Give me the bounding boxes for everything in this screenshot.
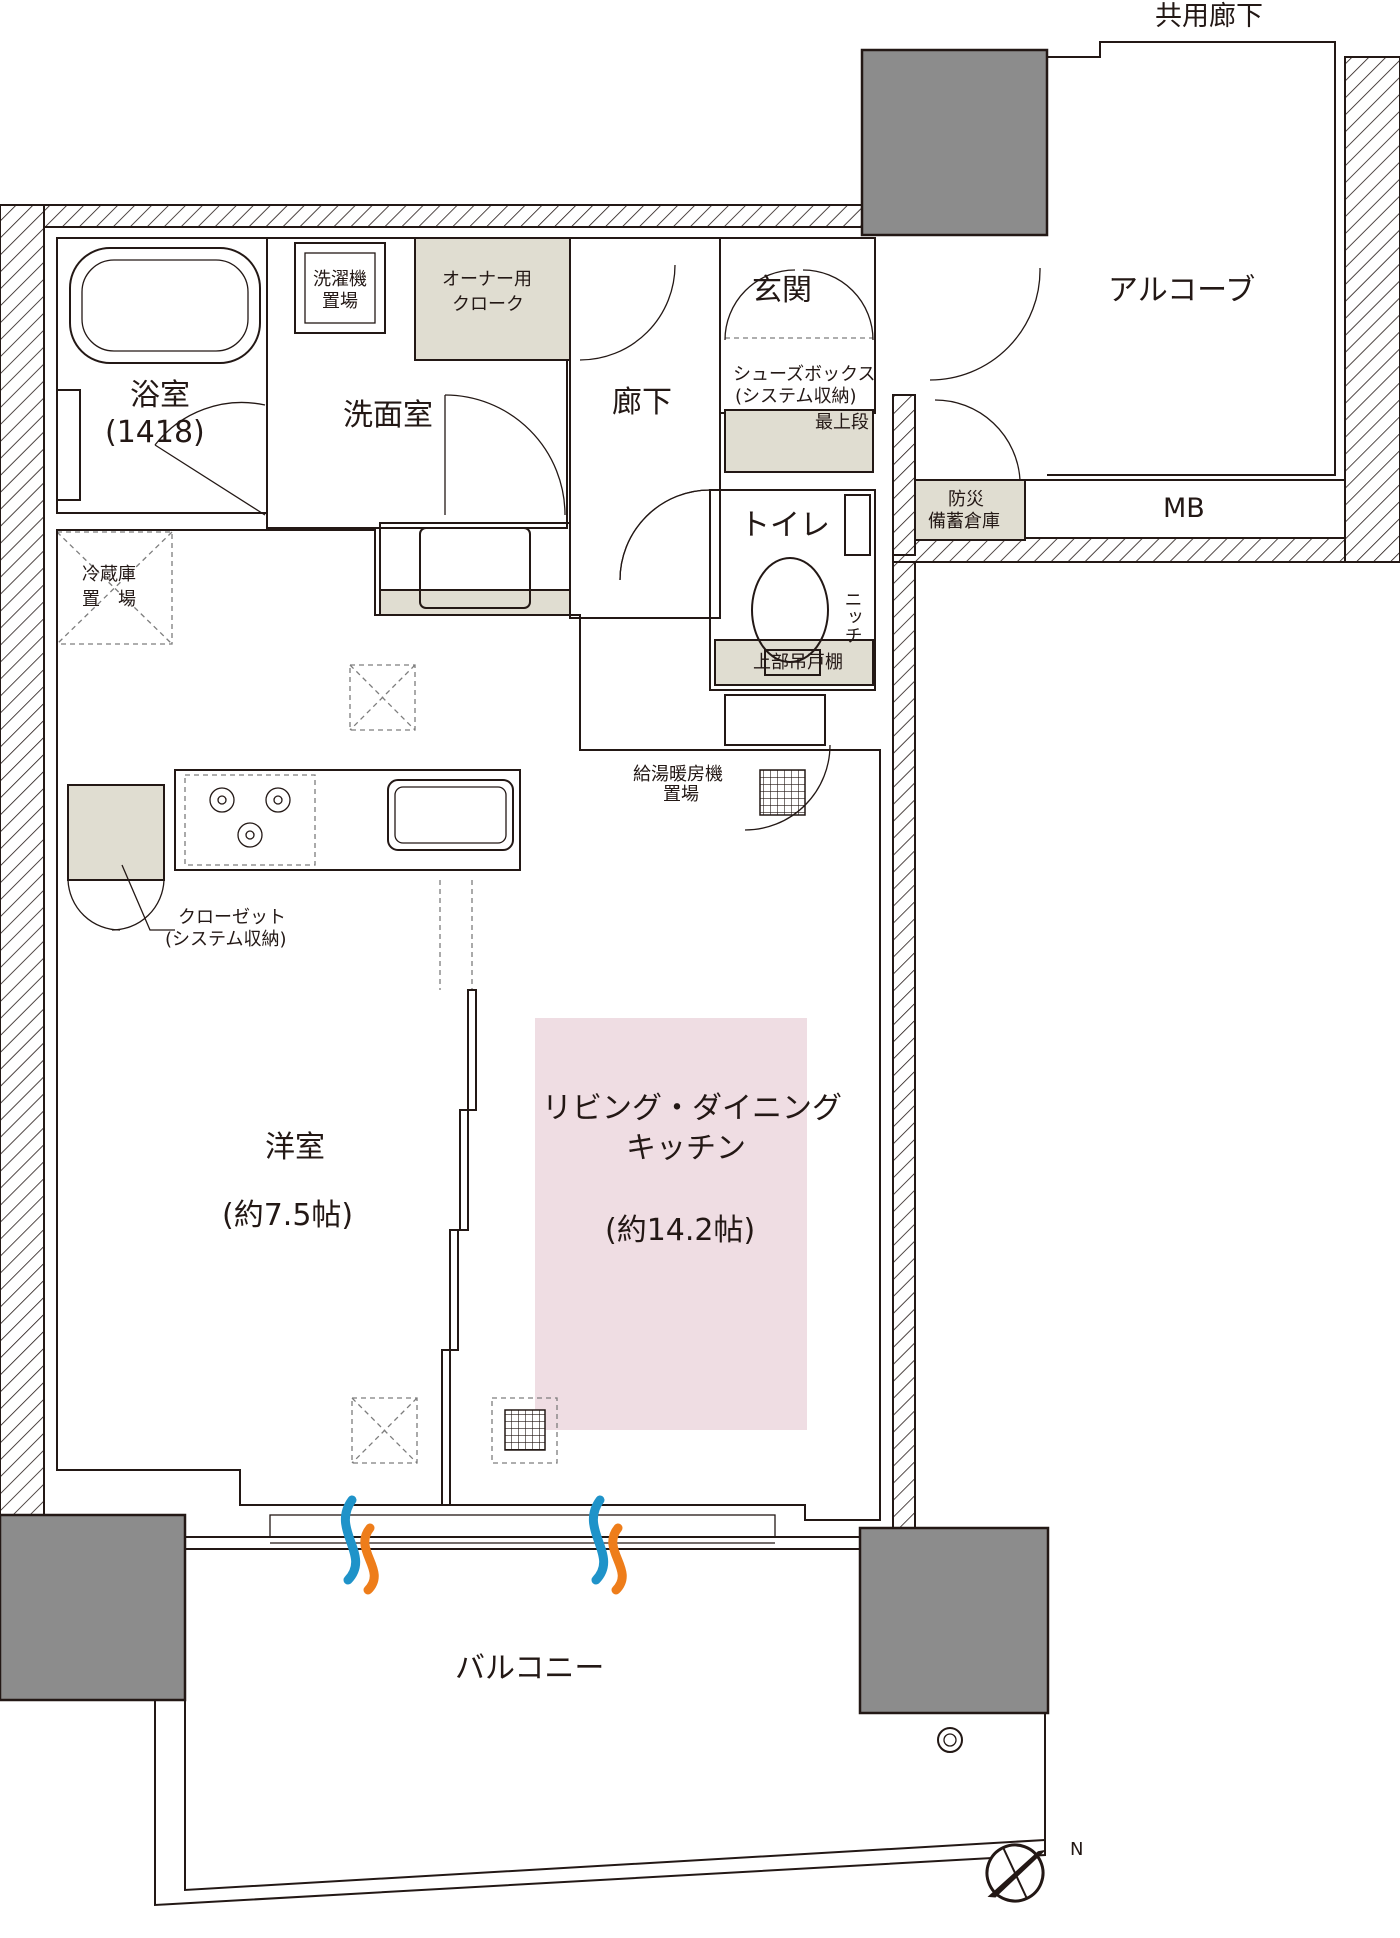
structural-column bbox=[0, 1513, 187, 1702]
owner-cloak bbox=[414, 237, 571, 361]
bathroom-label: 浴室 bbox=[130, 378, 190, 413]
ventilation-grille-icon bbox=[759, 769, 806, 816]
balcony-label: バルコニー bbox=[455, 1651, 604, 1686]
top-shelf-label: 最上段 bbox=[815, 412, 869, 433]
hallway-label: 廊下 bbox=[612, 385, 672, 420]
water-heater-label: 給湯暖房機 bbox=[633, 764, 723, 785]
washer-label: 洗濯機 bbox=[313, 269, 367, 290]
closet bbox=[67, 784, 175, 931]
ldk-highlight bbox=[535, 1018, 807, 1430]
toilet bbox=[619, 489, 876, 691]
shoe-box-label: シューズボックス bbox=[733, 364, 876, 385]
sink-icon bbox=[387, 779, 514, 851]
toilet-icon bbox=[751, 557, 829, 663]
closet-label: クローゼット bbox=[178, 907, 286, 928]
entrance bbox=[719, 237, 1041, 473]
alcove-outline bbox=[1047, 57, 1336, 476]
upper-cabinet-label: 上部吊戸棚 bbox=[753, 652, 843, 673]
bath-size-label: (1418) bbox=[105, 415, 205, 450]
ldk-size: (約14.2帖) bbox=[605, 1213, 755, 1248]
ldk-label-sub: キッチン bbox=[626, 1131, 746, 1166]
mb bbox=[1024, 479, 1346, 539]
water-heater bbox=[724, 694, 831, 831]
washbasin-icon bbox=[419, 527, 531, 609]
entrance-label: 玄関 bbox=[752, 273, 812, 308]
structural-column bbox=[860, 48, 1049, 237]
floor-heating-icon bbox=[589, 1495, 627, 1595]
owner-cloak-label-sub: クローク bbox=[452, 294, 524, 315]
fridge-label: 冷蔵庫 bbox=[82, 564, 136, 585]
bathtub-icon bbox=[69, 247, 261, 364]
drain-icon bbox=[937, 1727, 963, 1753]
structural-column bbox=[858, 1526, 1050, 1715]
living-outline bbox=[56, 529, 881, 1521]
balcony bbox=[154, 1700, 1046, 1907]
fridge-area bbox=[56, 531, 173, 645]
bousai-label-sub: 備蓄倉庫 bbox=[928, 511, 1000, 532]
bousai-storage bbox=[914, 479, 1026, 541]
water-heater-label-sub: 置場 bbox=[663, 784, 699, 805]
ldk-label: リビング・ダイニング bbox=[542, 1091, 842, 1126]
compass-icon bbox=[985, 1843, 1047, 1903]
ventilation-grille-icon bbox=[504, 1409, 546, 1451]
ceiling-vent bbox=[351, 1397, 418, 1464]
hallway bbox=[569, 237, 721, 619]
alcove-label: アルコーブ bbox=[1108, 273, 1255, 308]
compass-north-label: N bbox=[1070, 1839, 1083, 1860]
bathroom bbox=[56, 237, 268, 516]
window-sash bbox=[184, 1514, 861, 1550]
sliding-partition bbox=[439, 880, 477, 1506]
shoe-box-label-sub: (システム収納) bbox=[735, 386, 857, 407]
gas-stove-icon bbox=[209, 787, 291, 848]
western-room-label: 洋室 bbox=[265, 1130, 325, 1165]
ceiling-vent bbox=[349, 664, 416, 731]
western-room-size: (約7.5帖) bbox=[222, 1198, 353, 1233]
niche-label: ニッチ bbox=[842, 590, 863, 644]
washer-label-sub: 置場 bbox=[322, 291, 358, 312]
mb-label: MB bbox=[1163, 493, 1205, 524]
toilet-label: トイレ bbox=[740, 508, 830, 543]
washroom-label: 洗面室 bbox=[343, 398, 433, 433]
common-corridor-label: 共用廊下 bbox=[1155, 1, 1263, 32]
outer-walls bbox=[0, 56, 1400, 1531]
kitchen-counter bbox=[174, 769, 521, 871]
closet-label-sub: (システム収納) bbox=[165, 929, 287, 950]
bousai-label: 防災 bbox=[948, 489, 984, 510]
washer-icon bbox=[294, 242, 386, 334]
floor-heating-icon bbox=[341, 1495, 379, 1595]
owner-cloak-label: オーナー用 bbox=[442, 269, 532, 290]
fridge-label-sub: 置 場 bbox=[82, 589, 136, 610]
